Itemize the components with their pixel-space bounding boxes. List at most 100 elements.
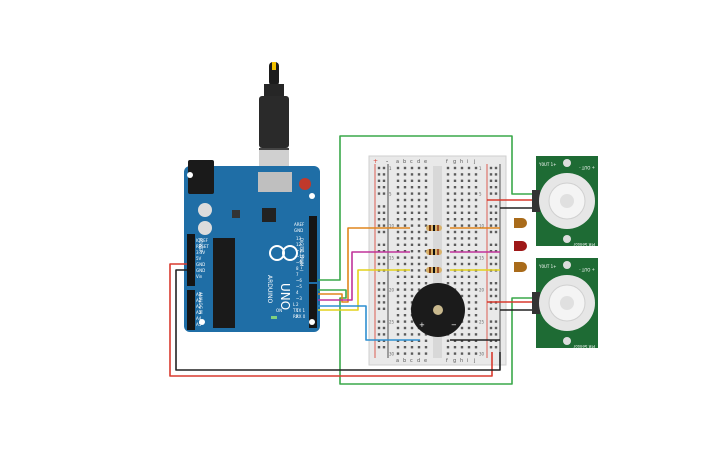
breadboard-hole <box>474 301 478 304</box>
breadboard-hole <box>396 288 400 291</box>
breadboard-hole <box>460 205 464 208</box>
arduino-model: UNO <box>278 283 292 310</box>
breadboard-hole <box>424 211 428 214</box>
breadboard-hole <box>453 218 457 221</box>
rail-hole <box>377 256 381 259</box>
digital-pin-label: RX 0 <box>296 314 306 319</box>
breadboard-hole <box>410 250 414 253</box>
breadboard-hole <box>446 282 450 285</box>
breadboard-hole <box>410 275 414 278</box>
breadboard-hole <box>403 179 407 182</box>
breadboard-hole <box>424 339 428 342</box>
breadboard-hole <box>424 166 428 170</box>
rail-hole <box>382 205 386 208</box>
rail-hole <box>382 282 386 285</box>
buzzer-minus-label: − <box>451 321 457 329</box>
breadboard-hole <box>453 333 457 336</box>
breadboard-hole <box>460 198 464 202</box>
rail-hole <box>494 307 498 310</box>
breadboard-hole <box>396 275 400 278</box>
rail-hole <box>494 211 498 214</box>
pir-top-label: Y0UT 1+ <box>538 264 557 269</box>
digital-pin-label: ~10 <box>296 254 305 259</box>
breadboard-hole <box>467 275 471 278</box>
analog-pin-label: A1 <box>196 298 202 303</box>
rail-hole <box>377 166 381 170</box>
rail-hole <box>382 288 386 291</box>
breadboard-hole <box>467 192 471 195</box>
resistor <box>426 267 442 273</box>
on-led <box>271 316 277 319</box>
rail-hole <box>489 326 493 330</box>
l-label: L <box>293 302 296 307</box>
column-letter: h <box>460 358 463 364</box>
breadboard-hole <box>410 211 414 214</box>
breadboard-hole <box>467 173 471 176</box>
breadboard-hole <box>474 320 478 323</box>
breadboard-hole <box>410 262 414 266</box>
breadboard-hole <box>467 166 471 170</box>
reset-button[interactable] <box>299 178 311 190</box>
power-pin-label: 3.3V <box>196 250 205 255</box>
breadboard-hole <box>474 262 478 266</box>
breadboard-hole <box>474 314 478 317</box>
breadboard-hole <box>417 269 421 272</box>
gnd-label: GND <box>294 228 303 233</box>
breadboard-hole <box>396 237 400 240</box>
breadboard-hole <box>424 179 428 182</box>
breadboard-hole <box>453 256 457 259</box>
power-pin-label: GND <box>196 262 205 267</box>
breadboard-hole <box>460 294 464 298</box>
column-letter: a <box>396 159 399 165</box>
breadboard-hole <box>410 224 414 227</box>
breadboard-hole <box>417 198 421 202</box>
breadboard-hole <box>417 230 421 234</box>
breadboard-hole <box>396 294 400 298</box>
digital-label: DIGITAL (PWM~) <box>299 238 304 272</box>
aref-label: AREF <box>294 222 305 227</box>
chip-small <box>262 208 276 222</box>
row-number: 10 <box>389 224 395 229</box>
breadboard-hole <box>417 346 421 349</box>
capacitor <box>198 221 212 235</box>
breadboard-hole <box>403 275 407 278</box>
breadboard-hole <box>417 224 421 227</box>
breadboard-hole <box>403 218 407 221</box>
row-number: 1 <box>389 166 392 171</box>
resistor <box>426 249 442 255</box>
breadboard-hole <box>424 173 428 176</box>
pir-pin-label: + OUT - <box>579 267 595 272</box>
analog-label: ANALOG IN <box>198 292 203 314</box>
breadboard-hole <box>396 179 400 182</box>
breadboard-hole <box>453 179 457 182</box>
breadboard-hole <box>403 198 407 202</box>
piezo-buzzer: + − <box>411 283 465 337</box>
breadboard-hole <box>396 205 400 208</box>
breadboard-hole <box>453 211 457 214</box>
breadboard-hole <box>417 243 421 246</box>
rail-hole <box>382 230 386 234</box>
breadboard-hole <box>417 218 421 221</box>
wire-green <box>318 135 536 281</box>
breadboard-hole <box>467 179 471 182</box>
column-letter: h <box>460 159 463 165</box>
breadboard-hole <box>474 294 478 298</box>
breadboard-hole <box>453 352 457 355</box>
breadboard-hole <box>474 237 478 240</box>
breadboard-hole <box>403 288 407 291</box>
pir-bottom-label: PIR Sensor <box>573 242 595 247</box>
rail-hole <box>382 173 386 176</box>
breadboard-hole <box>453 192 457 195</box>
column-letter: c <box>410 358 413 364</box>
rail-hole <box>494 320 498 323</box>
breadboard-hole <box>460 192 464 195</box>
breadboard-hole <box>467 198 471 202</box>
breadboard-hole <box>467 301 471 304</box>
breadboard-hole <box>396 243 400 246</box>
breadboard-hole <box>403 256 407 259</box>
breadboard-center-channel <box>433 166 442 358</box>
breadboard-hole <box>410 230 414 234</box>
